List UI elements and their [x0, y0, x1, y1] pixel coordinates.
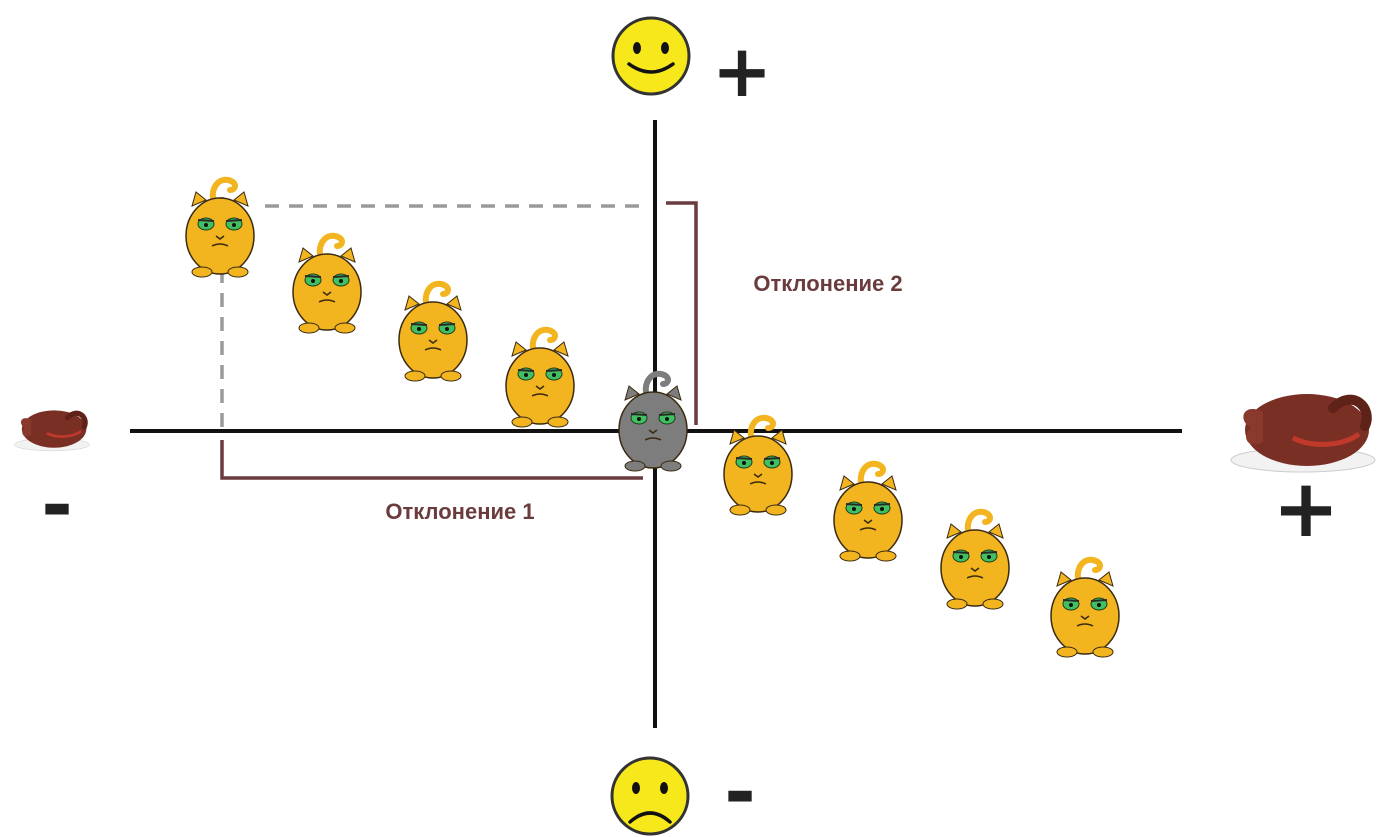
deviation-2-label: Отклонение 2	[753, 271, 902, 296]
dashed-projection-lines	[220, 197, 644, 432]
small-roast-chicken-icon	[15, 410, 90, 451]
cat-icon	[186, 180, 254, 277]
cat-icon	[941, 512, 1009, 609]
cat-icon	[1051, 560, 1119, 657]
deviation-2-bracket	[666, 201, 698, 425]
deviation-1-bracket	[220, 440, 643, 480]
right-plus-sign: +	[1272, 462, 1339, 555]
bottom-minus-sign: -	[724, 747, 756, 836]
top-plus-sign: +	[712, 29, 772, 113]
cat-icon	[293, 236, 361, 333]
deviation-1-label: Отклонение 1	[385, 499, 534, 524]
sad-face-icon	[610, 756, 690, 836]
cat-icon	[399, 284, 467, 381]
large-roast-chicken-icon	[1231, 394, 1375, 472]
cats	[186, 180, 1119, 657]
happy-face-icon	[611, 16, 691, 96]
left-minus-sign: -	[41, 460, 73, 549]
cat-icon	[834, 464, 902, 561]
cat-icon	[506, 330, 574, 427]
